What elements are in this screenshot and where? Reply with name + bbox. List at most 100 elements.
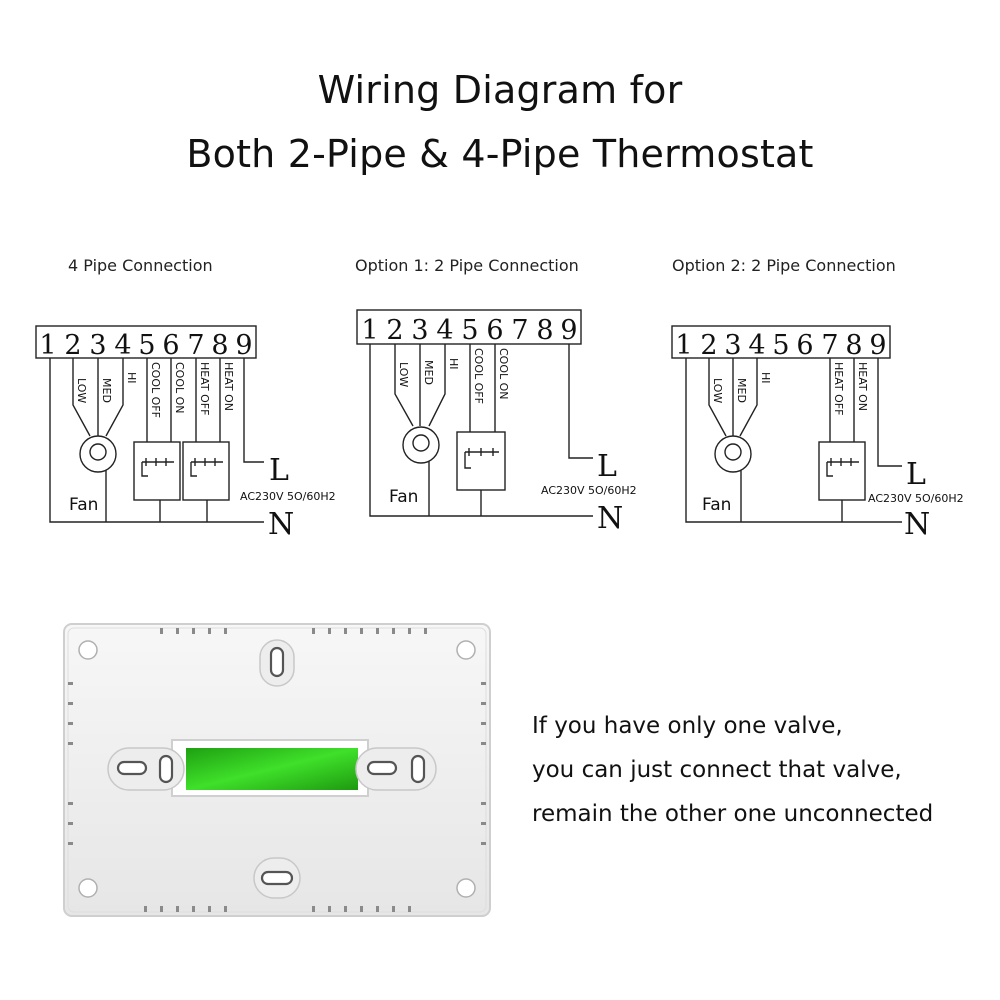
heat-valve-switch [826,458,859,522]
terminal-7: 7 [821,330,838,361]
thermostat-back-plate [63,623,491,917]
neutral-wire [685,358,902,523]
terminal-5: 5 [461,315,478,346]
cool-valve [133,441,181,501]
terminal-1: 1 [39,330,56,361]
fan-label: Fan [389,487,418,507]
wire-low [708,358,727,437]
terminal-6: 6 [162,330,179,361]
heat-valve-switch [190,458,223,522]
line-wire [243,358,264,463]
fan-label: Fan [702,495,731,515]
title-line-1: Wiring Diagram for [317,68,683,112]
line-wire [568,344,593,459]
note-line-3: remain the other one unconnected [532,801,934,827]
terminal-6: 6 [796,330,813,361]
wire-label-med: MED [422,360,435,385]
wire-label-heat-on: HEAT ON [222,362,235,411]
corner-screw-holes [78,640,476,898]
terminal-7: 7 [187,330,204,361]
terminal-8: 8 [536,315,553,346]
wiring-diagram-4-pipe: 1 2 3 4 5 6 7 8 9 LOW MED HI COOL OFF CO… [35,325,336,542]
wire-low [394,344,414,427]
top-mount-slot [269,646,285,678]
wiring-diagram-option-1: 1 2 3 4 5 6 7 8 9 LOW MED HI COOL OFF CO… [356,309,637,536]
wire-label-med: MED [735,378,748,403]
wire-label-heat-off: HEAT OFF [198,362,211,415]
terminal-5: 5 [138,330,155,361]
note-line-1: If you have only one valve, [532,713,843,739]
terminal-9: 9 [869,330,886,361]
wire-label-cool-off: COOL OFF [149,362,162,418]
terminal-2: 2 [386,315,403,346]
terminal-7: 7 [511,315,528,346]
terminal-4: 4 [114,330,131,361]
terminal-2: 2 [700,330,717,361]
title-line-2: Both 2-Pipe & 4-Pipe Thermostat [186,132,814,176]
wire-hi [105,358,124,437]
wire-label-heat-off: HEAT OFF [832,362,845,415]
fan-motor [402,426,440,464]
diagram-title-option-1: Option 1: 2 Pipe Connection [355,256,579,275]
neutral-wire [49,358,264,523]
terminal-3: 3 [89,330,106,361]
heat-valve [818,441,866,501]
diagram-title-option-2: Option 2: 2 Pipe Connection [672,256,896,275]
terminal-3: 3 [411,315,428,346]
terminal-8: 8 [211,330,228,361]
fan-label: Fan [69,495,98,515]
line-wire [877,358,902,467]
wire-label-hi: HI [447,358,460,370]
vent-slots [68,628,486,912]
line-label: L [269,453,289,488]
terminal-numbers: 1 2 3 4 5 6 7 8 9 [361,315,577,346]
terminal-1: 1 [675,330,692,361]
neutral-label: N [904,507,930,542]
display-window [186,748,358,790]
wire-label-low: LOW [397,362,410,387]
terminal-6: 6 [486,315,503,346]
supply-label: AC230V 5O/60H2 [868,492,964,505]
cool-valve [456,431,506,491]
cool-valve-switch [464,448,499,516]
diagram-title-4-pipe: 4 Pipe Connection [68,256,213,275]
wire-label-heat-on: HEAT ON [856,362,869,411]
terminal-9: 9 [235,330,252,361]
wire-low [72,358,91,437]
wire-label-cool-off: COOL OFF [472,348,485,404]
wire-label-hi: HI [759,372,772,384]
fan-motor [79,435,117,473]
left-mount-slot-vertical [158,754,174,784]
terminal-numbers: 1 2 3 4 5 6 7 8 9 [39,330,252,361]
supply-label: AC230V 5O/60H2 [541,484,637,497]
cool-valve-switch [141,458,174,522]
neutral-label: N [597,501,623,536]
wire-label-hi: HI [125,372,138,384]
wire-label-low: LOW [711,378,724,403]
wire-label-cool-on: COOL ON [497,348,510,400]
bottom-mount-slot [260,870,294,886]
terminal-9: 9 [560,315,577,346]
line-label: L [906,457,926,492]
terminal-5: 5 [772,330,789,361]
terminal-8: 8 [845,330,862,361]
terminal-block [35,325,257,359]
fan-rotor [724,443,742,461]
wire-label-med: MED [100,378,113,403]
neutral-label: N [268,507,294,542]
wiring-diagram-option-2: 1 2 3 4 5 6 7 8 9 LOW MED HI HEAT OFF HE… [671,325,964,542]
right-mount-slot-vertical [410,754,426,784]
left-mount-slot-horizontal [116,760,148,776]
right-mount-slot-horizontal [366,760,398,776]
terminal-numbers: 1 2 3 4 5 6 7 8 9 [675,330,886,361]
terminal-block [356,309,582,345]
terminal-2: 2 [64,330,81,361]
terminal-3: 3 [724,330,741,361]
fan-rotor [89,443,107,461]
terminal-4: 4 [748,330,765,361]
note-line-2: you can just connect that valve, [532,757,902,783]
supply-label: AC230V 5O/60H2 [240,490,336,503]
terminal-1: 1 [361,315,378,346]
fan-rotor [412,434,430,452]
terminal-4: 4 [436,315,453,346]
